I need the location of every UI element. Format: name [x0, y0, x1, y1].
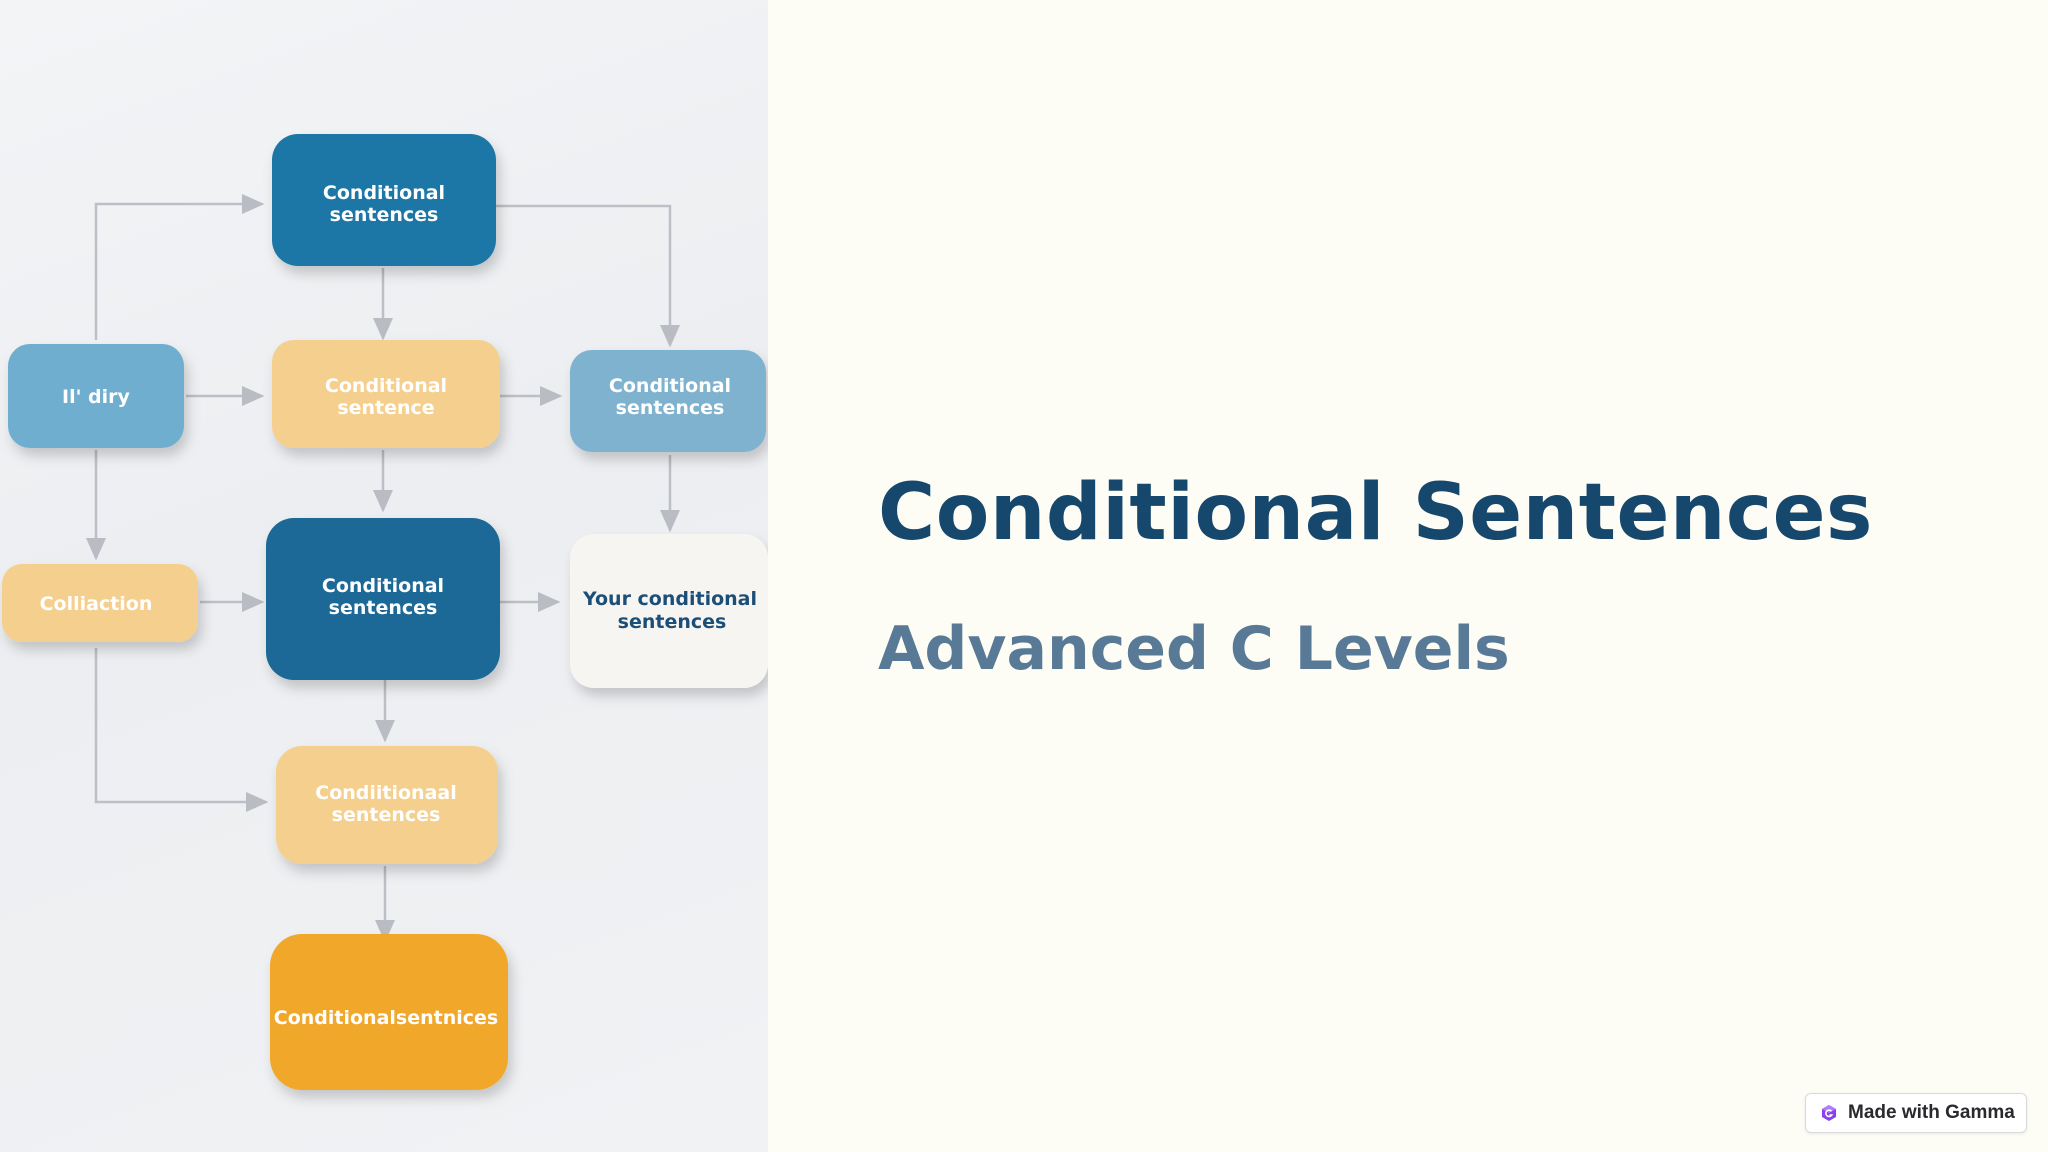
flow-box-right-1: Conditional sentences: [570, 350, 766, 452]
flow-box-left-1: Il' diry: [8, 344, 184, 448]
flow-box-top-line-2: sentences: [330, 204, 439, 226]
flow-box-left-2-line-1: Colliaction: [40, 593, 153, 615]
connector-lines: [86, 194, 680, 943]
flow-box-top-line-1: Conditional: [323, 182, 445, 204]
flowchart-illustration: Conditional sentences Il' diry Condition…: [0, 0, 768, 1152]
flow-box-right-2: Your conditional sentences: [570, 534, 768, 688]
flow-box-left-1-line-1: Il' diry: [62, 386, 130, 408]
flow-box-left-2: Colliaction: [2, 564, 198, 642]
slide-title: Conditional Sentences: [878, 468, 1873, 558]
flowchart-svg: Conditional sentences Il' diry Condition…: [2, 134, 768, 1090]
flow-box-middle-2: Conditional sentences: [266, 518, 500, 680]
flow-box-middle-3-line-2: sentences: [332, 804, 441, 826]
gamma-logo-icon: [1822, 1105, 1836, 1121]
flow-box-middle-2-line-2: sentences: [329, 597, 438, 619]
flow-box-right-2-line-2: sentences: [618, 611, 727, 633]
flow-box-right-1-line-1: Conditional: [609, 375, 731, 397]
flow-box-middle-1-line-2: sentence: [337, 397, 434, 419]
flow-box-bottom: Conditionalsentnices: [270, 934, 508, 1090]
flow-box-middle-1-line-1: Conditional: [325, 375, 447, 397]
slide-subtitle: Advanced C Levels: [878, 614, 1510, 684]
made-with-gamma-badge[interactable]: Made with Gamma: [1805, 1093, 2027, 1133]
flow-box-right-1-line-2: sentences: [616, 397, 725, 419]
flow-box-middle-3: Condiitionaal sentences: [276, 746, 498, 864]
flow-box-middle-2-line-1: Conditional: [322, 575, 444, 597]
flow-box-top: Conditional sentences: [272, 134, 496, 266]
flow-box-right-2-line-1: Your conditional: [582, 588, 757, 610]
flow-box-middle-3-line-1: Condiitionaal: [315, 782, 456, 804]
flow-box-middle-1: Conditional sentence: [272, 340, 500, 448]
flow-box-bottom-line-1: Conditionalsentnices: [274, 1007, 498, 1029]
made-with-gamma-label: Made with Gamma: [1848, 1102, 2015, 1123]
